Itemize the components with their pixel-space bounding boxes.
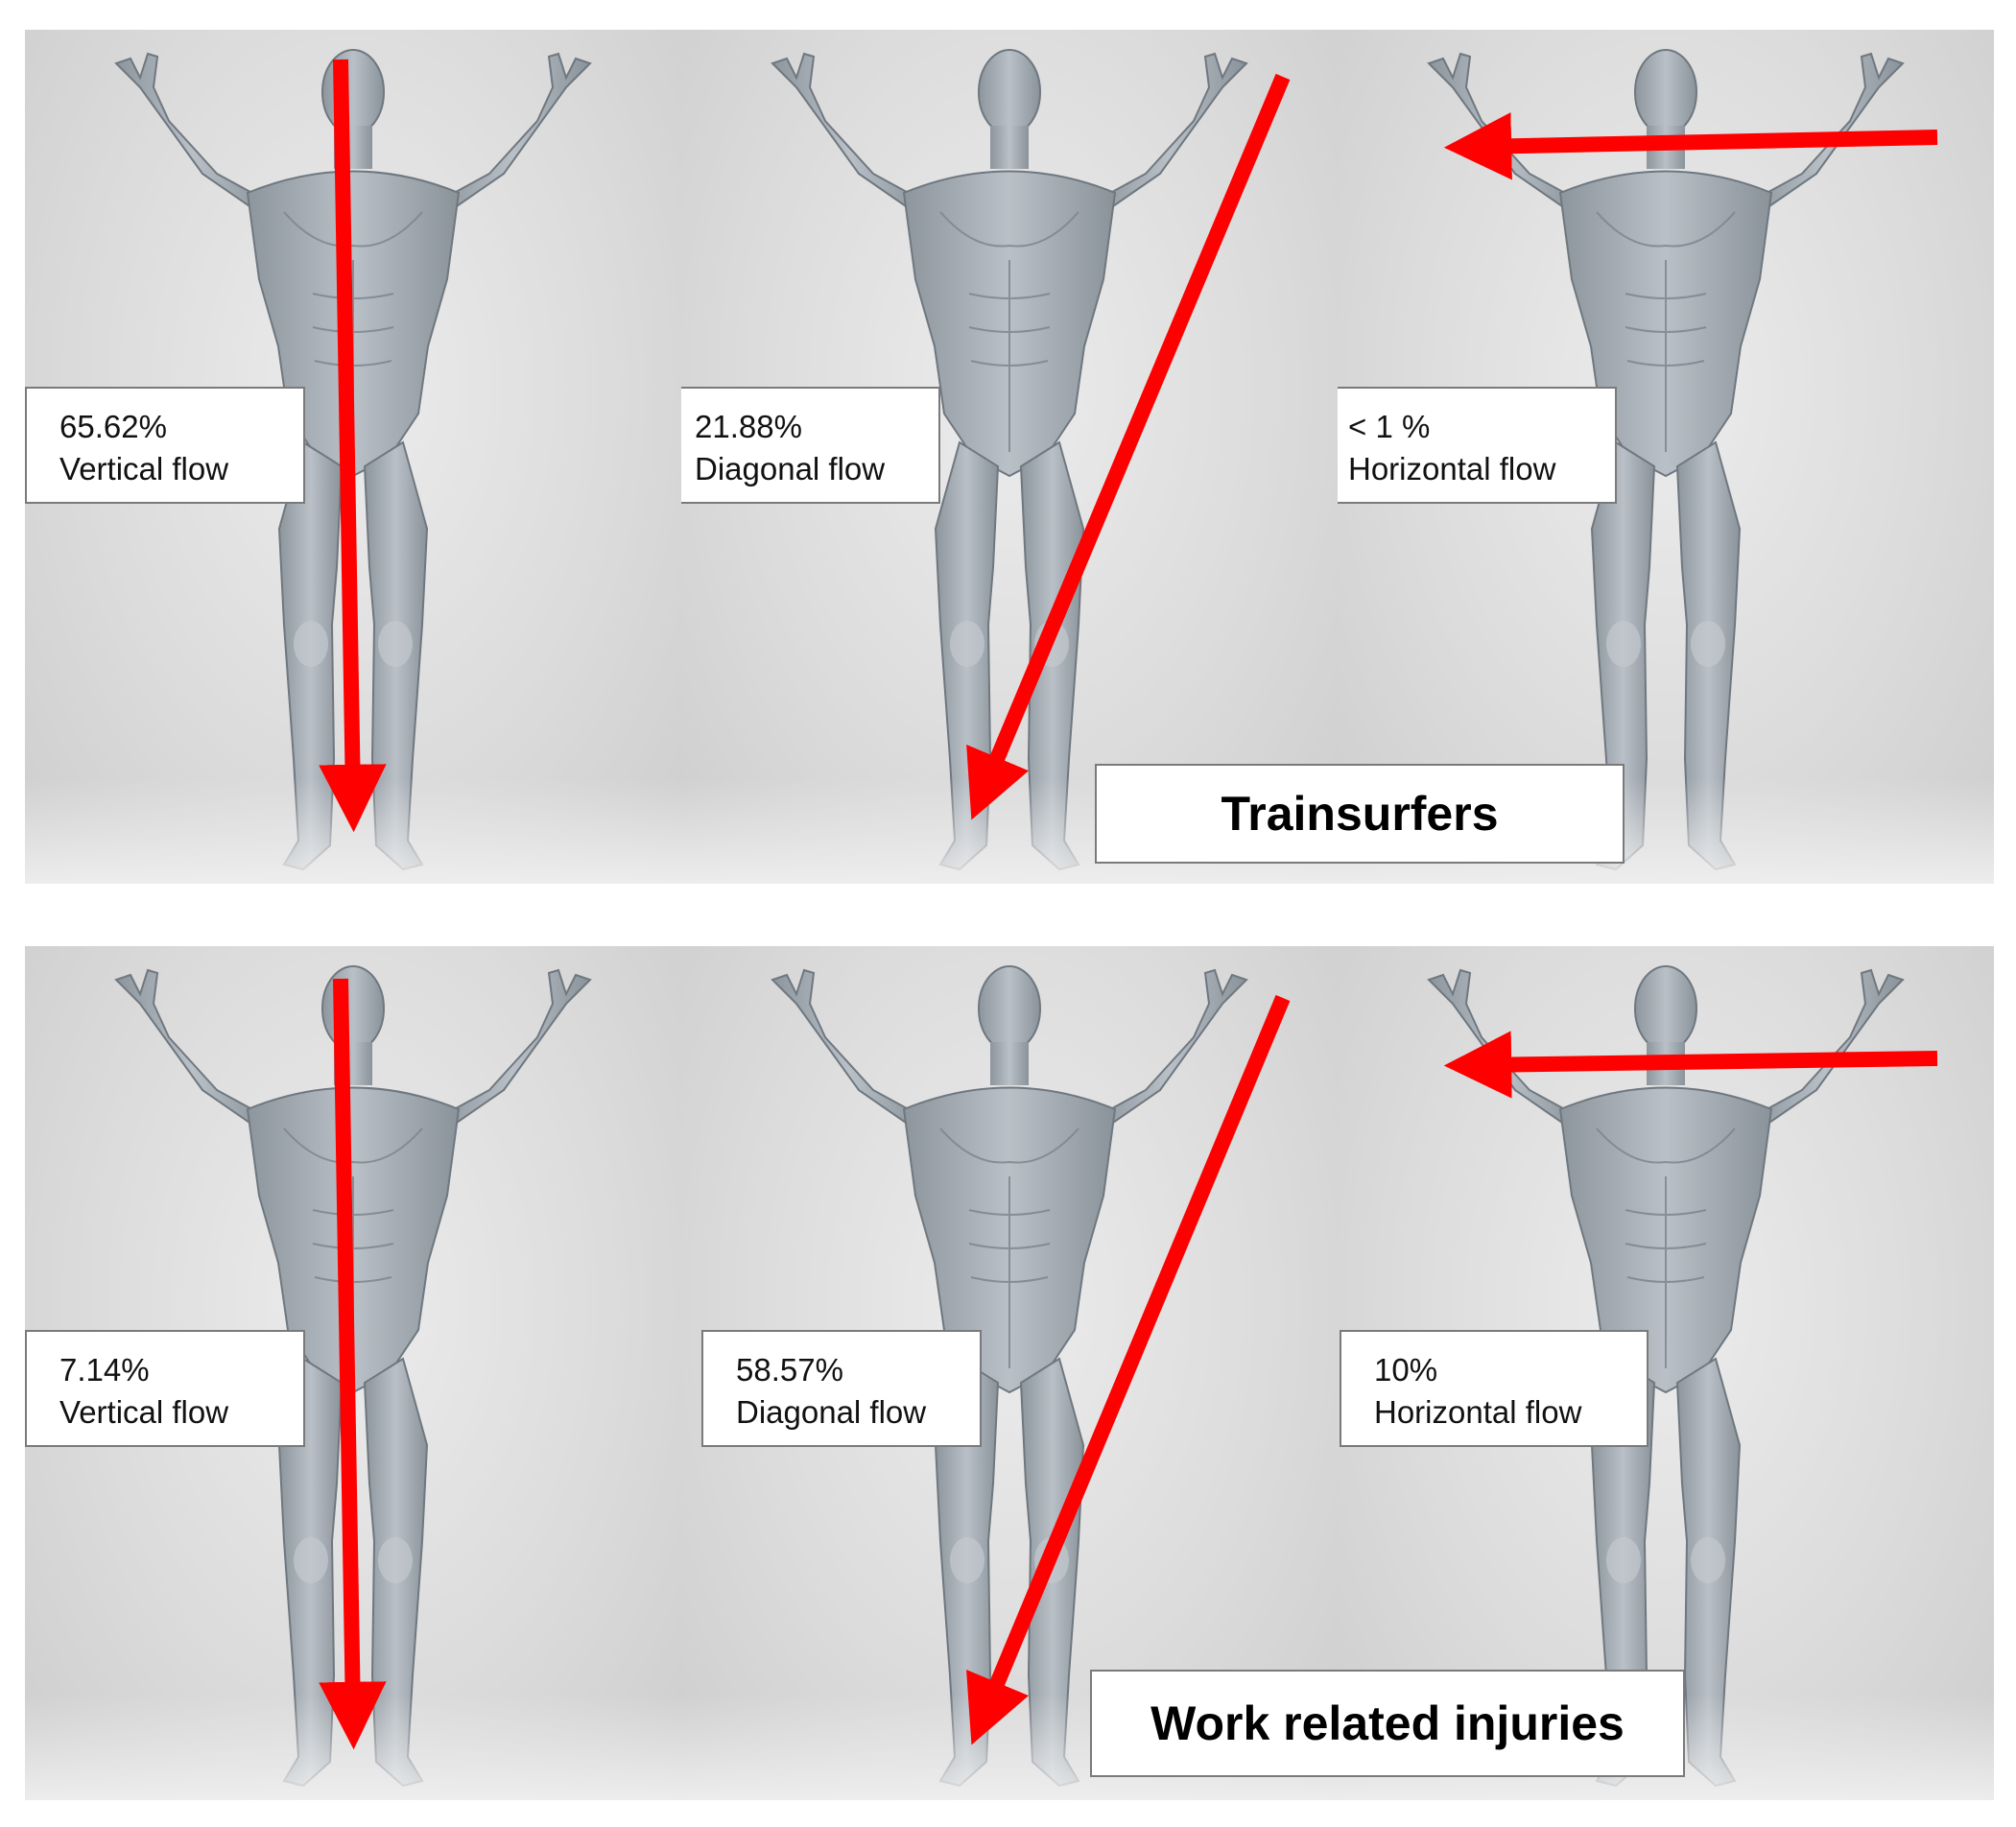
flow-type: Horizontal flow <box>1374 1394 1582 1430</box>
percent-value: 7.14% <box>59 1352 150 1388</box>
vertical-panel-trainsurfers: 65.62% Vertical flow <box>25 30 681 884</box>
percent-value: 58.57% <box>736 1352 843 1388</box>
flow-type: Diagonal flow <box>695 451 886 486</box>
diagonal-panel-trainsurfers: 21.88% Diagonal flow <box>681 30 1338 884</box>
horizontal-flow-label: < 1 % Horizontal flow <box>1338 387 1617 504</box>
diagonal-flow-label: 58.57% Diagonal flow <box>701 1330 982 1447</box>
diagonal-flow-label: 21.88% Diagonal flow <box>681 387 940 504</box>
percent-value: 21.88% <box>695 409 802 444</box>
work-related-injuries-row: 7.14% Vertical flow 58.57% Diagonal flow… <box>25 946 1994 1800</box>
horizontal-panel-trainsurfers: < 1 % Horizontal flow <box>1338 30 1994 884</box>
flow-type: Vertical flow <box>59 1394 229 1430</box>
group-title-work-related-injuries: Work related injuries <box>1090 1670 1685 1777</box>
trainsurfers-row: 65.62% Vertical flow 21.88% Diagonal flo… <box>25 30 1994 884</box>
percent-value: < 1 % <box>1348 409 1431 444</box>
horizontal-flow-label: 10% Horizontal flow <box>1340 1330 1648 1447</box>
group-title-trainsurfers: Trainsurfers <box>1095 764 1625 864</box>
flow-type: Vertical flow <box>59 451 229 486</box>
vertical-flow-label: 7.14% Vertical flow <box>25 1330 305 1447</box>
percent-value: 65.62% <box>59 409 167 444</box>
percent-value: 10% <box>1374 1352 1438 1388</box>
flow-type: Horizontal flow <box>1348 451 1556 486</box>
vertical-panel-work-injuries: 7.14% Vertical flow <box>25 946 681 1800</box>
flow-type: Diagonal flow <box>736 1394 927 1430</box>
vertical-flow-label: 65.62% Vertical flow <box>25 387 305 504</box>
